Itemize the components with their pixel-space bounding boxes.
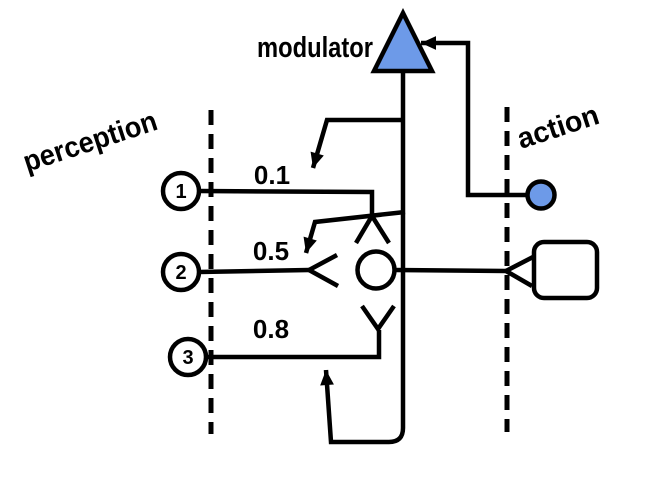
input1-axon: [198, 188, 375, 215]
action-to-modulator-feedback-arrow: [421, 36, 527, 198]
weight-label-input1: 0.1: [254, 160, 290, 190]
weight-label-input3: 0.8: [253, 314, 289, 344]
input-unit-3-circle: [167, 336, 209, 378]
weight-label-input2: 0.5: [253, 236, 289, 266]
action-synapse-fork: [501, 255, 535, 288]
action-unit-circle: [525, 179, 557, 211]
input1-synapse-fork: [354, 211, 391, 245]
input2-axon: [198, 267, 310, 275]
modulator-branch-input1-arrow: [310, 117, 403, 169]
input-unit-2-circle: [160, 251, 202, 293]
perception-region-label: perception: [19, 105, 161, 178]
input-unit-2-label: 2: [175, 262, 186, 284]
modulator-axon-bottom-branch: [320, 71, 406, 445]
input-unit-1-circle: [160, 170, 202, 212]
input3-synapse-fork: [360, 304, 396, 333]
modulator-neuron-triangle: [370, 7, 436, 74]
modulator-branch-input2-arrow: [303, 209, 406, 254]
central-neuron-circle: [355, 249, 397, 291]
input2-synapse-fork: [304, 253, 340, 288]
action-output-box: [531, 239, 600, 301]
input-unit-1-label: 1: [175, 181, 186, 203]
neuron-output-axon: [394, 267, 507, 274]
action-region-label: action: [513, 99, 603, 155]
modulator-label: modulator: [257, 32, 373, 64]
input-unit-3-label: 3: [182, 347, 193, 369]
input3-axon: [206, 330, 382, 360]
